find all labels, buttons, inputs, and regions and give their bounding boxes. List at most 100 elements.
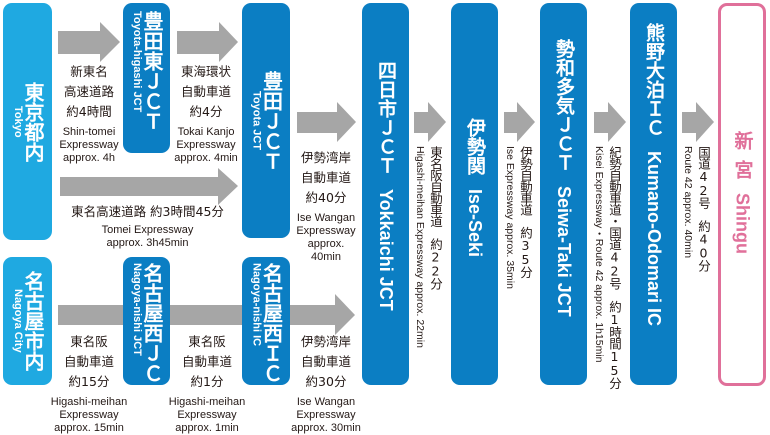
node-toyota-ja: 豊田ＪＣＴ xyxy=(259,70,284,171)
node-ise-seki-en: Ise-Seki xyxy=(465,189,485,258)
route-ise-wangan-40-en-4: 40min xyxy=(311,251,341,263)
route-higashi-meihan-15-en-2: Expressway xyxy=(59,409,119,421)
route-ise-wangan-30-ja-3: 約30分 xyxy=(305,374,347,389)
node-kumano-odomari-ic: 熊野大泊ＩＣ Kumano-Odomari IC xyxy=(630,3,677,385)
route-shin-tomei: 新東名 高速道路 約4時間 Shin-tomei Expressway appr… xyxy=(55,62,123,165)
route-ise-wangan-40-ja-1: 伊勢湾岸 xyxy=(300,150,351,165)
node-ise-seki-ja: 伊勢関 xyxy=(464,118,486,175)
arrow-tokyo-to-toyota-higashi xyxy=(58,22,120,62)
node-tokyo-ja: 東京都内 xyxy=(21,81,45,162)
node-tokyo-en: Tokyo xyxy=(12,105,24,138)
route-shin-tomei-en-2: Expressway xyxy=(59,139,119,151)
node-shingu-en: Shingu xyxy=(732,193,753,254)
node-shingu-label: 新宮Shingu xyxy=(732,131,754,254)
route-ise-wangan-40-ja-2: 自動車道 xyxy=(300,170,351,185)
node-kumano-en: Kumano-Odomari IC xyxy=(644,151,664,327)
node-seiwa-taki-label: 勢和多気ＪＣＴSeiwa-Taki JCT xyxy=(553,39,575,317)
route-kisei-75-en: Kisei Expressway・Route 42 approx. 1h15mi… xyxy=(593,146,605,363)
route-higashi-meihan-22-en: Higashi-meihan Expressway approx. 22min xyxy=(414,146,426,348)
node-nagoya-nishi-ic-en: Nagoya-nishi IC xyxy=(250,263,263,347)
node-nagoya-nishi-jct-ja: 名古屋西ＪＣＴ xyxy=(140,263,164,403)
route-ise-wangan-40-en-3: approx. xyxy=(307,238,345,250)
route-tokai-kanjo-en-3: approx. 4min xyxy=(174,152,238,164)
route-ise-wangan-40-en: Ise Wangan Expressway approx. 40min xyxy=(290,212,362,264)
node-nagoya-nishi-jct-en: Nagoya-nishi JCT xyxy=(131,263,143,356)
node-nagoya-nishi-ic: 名古屋西ＩＣ Nagoya-nishi IC xyxy=(242,257,290,385)
node-kumano-label: 熊野大泊ＩＣ Kumano-Odomari IC xyxy=(643,23,665,327)
route-shin-tomei-ja-1: 新東名 xyxy=(70,64,108,79)
route-higashi-meihan-15-en: Higashi-meihan Expressway approx. 15min xyxy=(50,396,128,435)
arrow-yokkaichi-to-ise-seki xyxy=(414,102,446,142)
route-tokai-kanjo: 東海環状 自動車道 約4分 Tokai Kanjo Expressway app… xyxy=(170,62,242,165)
route-higashi-meihan-15-en-3: approx. 15min xyxy=(54,422,124,434)
route-tokai-kanjo-ja-2: 自動車道 xyxy=(180,84,231,99)
route-ise-wangan-30-en-1: Ise Wangan xyxy=(296,396,356,408)
route-shin-tomei-ja-3: 約4時間 xyxy=(66,104,112,119)
node-ise-seki-label: 伊勢関 Ise-Seki xyxy=(464,118,486,258)
route-tomei-ja: 東名高速道路 約3時間45分 xyxy=(71,204,224,219)
node-shingu: 新宮Shingu xyxy=(718,3,766,386)
route-ise-wangan-30-ja-1: 伊勢湾岸 xyxy=(300,334,351,349)
arrow-ise-seki-to-seiwa-taki xyxy=(504,102,535,142)
node-toyota-higashi-en: Toyota-higashi JCT xyxy=(131,11,143,113)
node-nagoya: 名古屋市内 Nagoya City xyxy=(3,257,52,385)
route-higashi-meihan-1-en-2: Expressway xyxy=(177,409,237,421)
route-higashi-meihan-15-ja-3: 約15分 xyxy=(68,374,110,389)
route-ise-wangan-40: 伊勢湾岸 自動車道 約40分 Ise Wangan Expressway app… xyxy=(290,148,362,264)
route-tomei-en-1: Tomei Expressway xyxy=(101,224,194,236)
route-higashi-meihan-15-en-1: Higashi-meihan xyxy=(50,396,128,408)
route-ise-wangan-30: 伊勢湾岸 自動車道 約30分 Ise Wangan Expressway app… xyxy=(287,332,365,435)
route-tokai-kanjo-en: Tokai Kanjo Expressway approx. 4min xyxy=(170,126,242,165)
route-shin-tomei-en-1: Shin-tomei xyxy=(62,126,116,138)
node-toyota-higashi-ja: 豊田東ＪＣＴ xyxy=(140,11,164,131)
route-higashi-meihan-1-ja-2: 自動車道 xyxy=(181,354,232,369)
route-ise-wangan-40-en-1: Ise Wangan xyxy=(296,212,356,224)
route-shin-tomei-ja-2: 高速道路 xyxy=(63,84,114,99)
route-ise-wangan-40-en-2: Expressway xyxy=(296,225,356,237)
node-ise-seki: 伊勢関 Ise-Seki xyxy=(451,3,498,385)
route-tomei: 東名高速道路 約3時間45分 Tomei Expressway approx. … xyxy=(55,202,240,250)
arrow-kumano-to-shingu xyxy=(682,102,714,142)
route-ise-35-ja: 伊勢自動車道 約35分 xyxy=(518,146,533,278)
route-higashi-meihan-1-ja-3: 約1分 xyxy=(190,374,224,389)
node-tokyo: 東京都内 Tokyo xyxy=(3,3,52,240)
route-shin-tomei-en-3: approx. 4h xyxy=(63,152,115,164)
route-higashi-meihan-1-en: Higashi-meihan Expressway approx. 1min xyxy=(168,396,246,435)
arrow-nagoya-to-yokkaichi xyxy=(58,294,355,335)
route-ise-wangan-40-ja-3: 約40分 xyxy=(305,190,347,205)
node-toyota-en: Toyota JCT xyxy=(250,90,263,151)
node-nagoya-nishi-jct: 名古屋西ＪＣＴ Nagoya-nishi JCT xyxy=(123,257,170,403)
route-tomei-en: Tomei Expressway approx. 3h45min xyxy=(55,224,240,250)
route-higashi-meihan-1-en-3: approx. 1min xyxy=(175,422,239,434)
route-tokai-kanjo-en-2: Expressway xyxy=(176,139,236,151)
route-higashi-meihan-1-ja-1: 東名阪 xyxy=(188,334,226,349)
node-seiwa-taki-jct: 勢和多気ＪＣＴSeiwa-Taki JCT xyxy=(540,3,587,385)
route-ise-wangan-30-en: Ise Wangan Expressway approx. 30min xyxy=(287,396,365,435)
node-toyota-higashi-jct: 豊田東ＪＣＴ Toyota-higashi JCT xyxy=(123,3,170,153)
node-nagoya-en: Nagoya City xyxy=(12,289,24,353)
route-ise-wangan-30-en-2: Expressway xyxy=(296,409,356,421)
route-higashi-meihan-1-en-1: Higashi-meihan xyxy=(168,396,246,408)
route-shin-tomei-en: Shin-tomei Expressway approx. 4h xyxy=(55,126,123,165)
route-higashi-meihan-22: 東名阪自動車道 約22分 Higashi-meihan Expressway a… xyxy=(414,146,443,348)
route-kisei-75-ja: 紀勢自動車道・国道42号 約1時間15分 xyxy=(607,146,622,389)
node-kumano-ja: 熊野大泊ＩＣ xyxy=(643,23,665,137)
route-ise-35: 伊勢自動車道 約35分 Ise Expressway approx. 35min xyxy=(504,146,533,289)
arrow-toyota-higashi-to-toyota xyxy=(177,22,238,62)
node-nagoya-nishi-ic-ja: 名古屋西ＩＣ xyxy=(259,263,284,383)
arrow-tokyo-to-toyota-tomei xyxy=(60,168,238,205)
route-ise-35-en: Ise Expressway approx. 35min xyxy=(504,146,516,289)
route-higashi-meihan-15: 東名阪 自動車道 約15分 Higashi-meihan Expressway … xyxy=(50,332,128,435)
route-ise-wangan-30-ja-2: 自動車道 xyxy=(300,354,351,369)
node-seiwa-taki-ja: 勢和多気ＪＣＴ xyxy=(553,39,575,172)
route-route42-40: 国道42号 約40分 Route 42 approx. 40min xyxy=(682,146,711,271)
route-tokai-kanjo-ja-3: 約4分 xyxy=(189,104,223,119)
node-toyota-jct: 豊田ＪＣＴ Toyota JCT xyxy=(242,3,290,238)
node-nagoya-ja: 名古屋市内 xyxy=(21,271,45,371)
route-tokai-kanjo-en-1: Tokai Kanjo xyxy=(177,126,235,138)
node-yokkaichi-en: Yokkaichi JCT xyxy=(376,189,396,311)
route-higashi-meihan-22-ja: 東名阪自動車道 約22分 xyxy=(428,146,443,289)
route-higashi-meihan-15-ja-2: 自動車道 xyxy=(63,354,114,369)
route-kisei-75: 紀勢自動車道・国道42号 約1時間15分 Kisei Expressway・Ro… xyxy=(593,146,622,389)
